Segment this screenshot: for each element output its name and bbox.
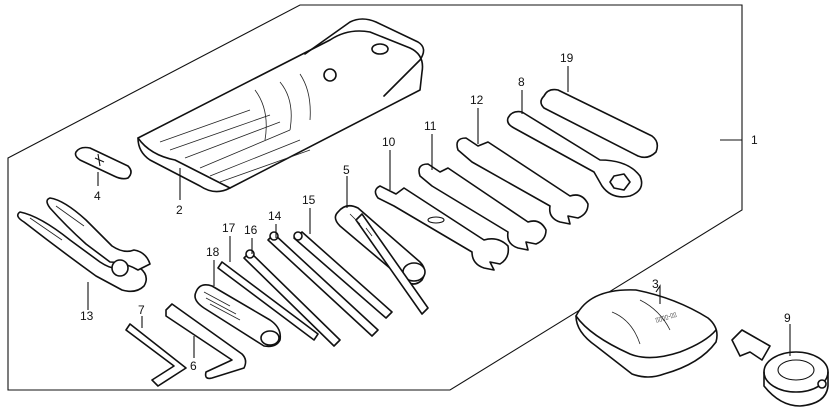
wrench-11	[418, 163, 547, 251]
callout-4: 4	[94, 189, 101, 203]
callout-1: 1	[751, 133, 758, 147]
callout-12: 12	[470, 93, 484, 107]
callout-6: 6	[190, 359, 197, 373]
callout-11: 11	[424, 119, 437, 133]
callout-2: 2	[176, 203, 183, 217]
band-clip	[74, 146, 132, 180]
gauge-adapter	[731, 329, 829, 407]
wrench-10	[374, 185, 510, 271]
callout-labels: 1 2 3 4 5 6 7 8 9 10 11 12 13 14 15 16 1…	[80, 51, 791, 373]
plug-wrench	[334, 204, 429, 315]
callout-13: 13	[80, 309, 94, 323]
screwdriver-shafts	[217, 231, 379, 347]
callout-18: 18	[206, 245, 220, 259]
callout-15: 15	[302, 193, 316, 207]
callout-10: 10	[382, 135, 396, 149]
screwdriver-handle	[194, 284, 282, 348]
callout-5: 5	[343, 163, 350, 177]
l-bar	[165, 303, 247, 380]
tool-bag	[137, 18, 425, 193]
callout-17: 17	[222, 221, 236, 235]
hex-key	[125, 323, 187, 387]
pliers	[16, 197, 151, 293]
callout-16: 16	[244, 223, 258, 237]
callout-9: 9	[784, 311, 791, 325]
callout-8: 8	[518, 75, 525, 89]
pouch-marking: ▯▯▯▯-▯▯	[655, 312, 678, 324]
leader-lines	[87, 66, 791, 358]
callout-7: 7	[138, 303, 145, 317]
callout-19: 19	[560, 51, 574, 65]
kit-boundary-outline	[7, 4, 743, 391]
callout-3: 3	[652, 277, 659, 291]
callout-14: 14	[268, 209, 282, 223]
pouch: ▯▯▯▯-▯▯	[575, 289, 718, 378]
wrench-12	[456, 137, 589, 225]
handle-bar	[540, 88, 659, 159]
extension-bar	[293, 231, 393, 319]
